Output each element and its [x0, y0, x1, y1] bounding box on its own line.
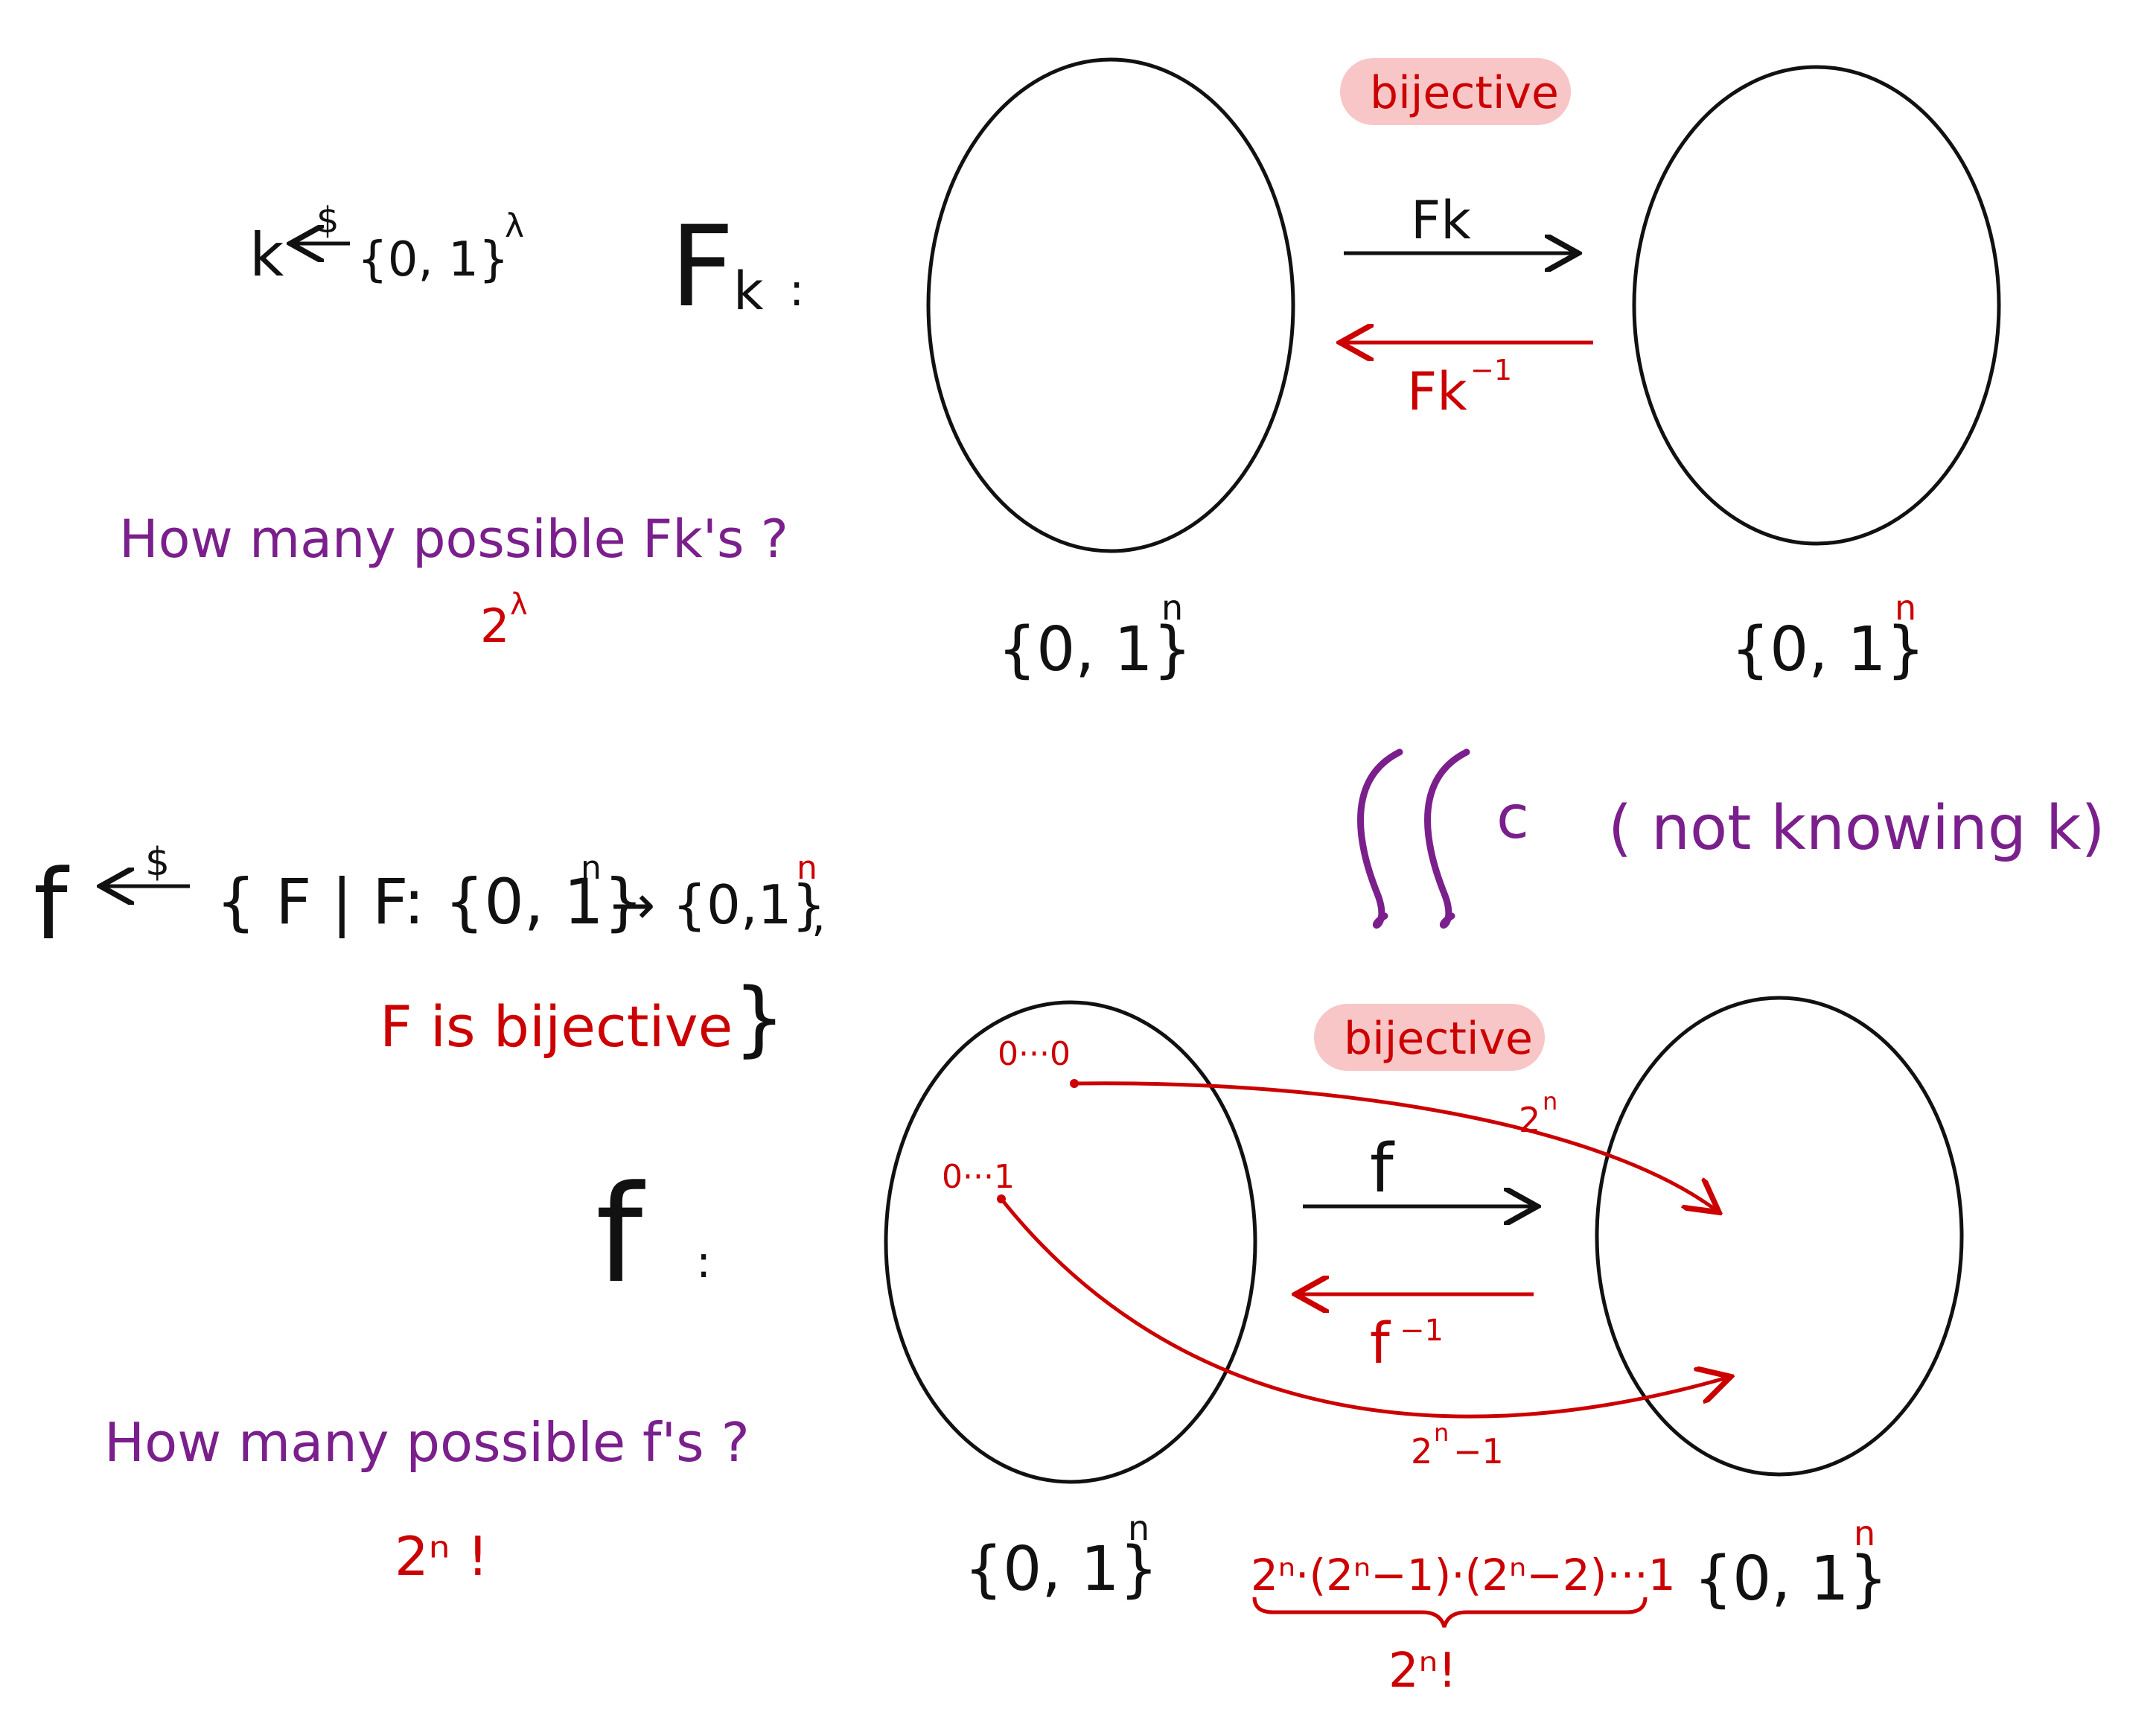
bottom-maps: f f −1: [1299, 1130, 1534, 1376]
bottom-question: How many possible f's ? 2ⁿ !: [104, 1411, 750, 1588]
codomain-exponent: n: [1895, 588, 1916, 628]
top-badge: bijective: [1340, 58, 1571, 125]
condition-text: F is bijective: [380, 993, 733, 1060]
function-colon: :: [789, 264, 804, 316]
forward-label: f: [1370, 1130, 1395, 1208]
count-b-tail: −1: [1453, 1431, 1504, 1471]
product-expression: 2ⁿ·(2ⁿ−1)·(2ⁿ−2)···1: [1251, 1550, 1676, 1600]
codomain-set: {0, 1}: [1731, 614, 1925, 685]
set-definition: { F | F: {0, 1}: [216, 865, 643, 938]
closing-brace: }: [733, 970, 785, 1066]
domain-set: {0, 1}: [998, 614, 1192, 685]
computational-indistinguishability: c ( not knowing k): [1357, 748, 2105, 929]
function-F: F: [670, 203, 734, 332]
answer-exponent: λ: [510, 588, 528, 622]
codomain-set: {0, 1}: [1694, 1544, 1888, 1614]
badge-background: [1340, 58, 1571, 125]
point-label-b: 0···1: [942, 1158, 1015, 1196]
bottom-sampling: f $ { F | F: {0, 1} n → {0,1} n , F is b…: [34, 840, 826, 1066]
badge-text: bijective: [1370, 67, 1559, 119]
count-a-exp: n: [1543, 1087, 1557, 1116]
inverse-superscript: −1: [1400, 1314, 1444, 1348]
key-space-exponent: λ: [505, 207, 524, 245]
badge-background: [1314, 1004, 1545, 1071]
count-b-exp: n: [1434, 1419, 1449, 1447]
bottom-element-mappings: 0···0 2 n 0···1 2 n −1: [942, 1035, 1727, 1471]
dollar-sign: $: [145, 840, 170, 885]
answer-text: 2ⁿ !: [395, 1525, 488, 1588]
bottom-domain: {0, 1} n: [884, 1000, 1257, 1605]
approx-symbol-right: [1424, 748, 1470, 929]
note-text: ( not knowing k): [1608, 793, 2105, 864]
bottom-function-label: f :: [596, 1157, 711, 1313]
function-f: f: [596, 1157, 645, 1313]
codomain-ellipse: [1632, 65, 2001, 546]
set-def-exponent: n: [581, 849, 602, 887]
codomain-ellipse: [1595, 996, 1964, 1477]
key-space: {0, 1}: [357, 232, 509, 287]
point-label-a: 0···0: [998, 1035, 1071, 1073]
mapping-arrow-a: [1074, 1081, 1716, 1210]
top-maps: Fk Fk −1: [1344, 190, 1593, 422]
bottom-codomain: {0, 1} n: [1595, 996, 1964, 1614]
inverse-label: f: [1370, 1310, 1391, 1376]
badge-text: bijective: [1344, 1013, 1533, 1065]
function-subscript: k: [733, 261, 764, 322]
domain-set: {0, 1}: [964, 1534, 1158, 1605]
bottom-badge: bijective: [1314, 1004, 1545, 1071]
approx-symbol-left: [1357, 748, 1403, 929]
top-question: How many possible Fk's ? 2 λ: [119, 509, 788, 653]
set-comma: ,: [811, 890, 826, 942]
answer-base: 2: [480, 599, 509, 653]
sampled-f: f: [34, 848, 70, 961]
domain-ellipse: [926, 57, 1295, 553]
product-total: 2ⁿ!: [1388, 1643, 1457, 1699]
set-codomain-exponent: n: [797, 849, 817, 887]
domain-exponent: n: [1128, 1508, 1149, 1548]
inverse-label: Fk: [1407, 361, 1467, 422]
underbrace: [1252, 1597, 1648, 1628]
count-a-base: 2: [1519, 1100, 1540, 1140]
function-colon: :: [696, 1236, 711, 1288]
bottom-product: 2ⁿ·(2ⁿ−1)·(2ⁿ−2)···1 2ⁿ!: [1251, 1550, 1676, 1699]
top-domain: {0, 1} n: [926, 57, 1295, 685]
top-key-sampling: k $ {0, 1} λ: [249, 200, 524, 290]
domain-ellipse: [884, 1000, 1257, 1484]
question-text: How many possible Fk's ?: [119, 509, 788, 570]
mapping-arrow-b: [1000, 1197, 1727, 1419]
domain-exponent: n: [1161, 588, 1183, 628]
top-codomain: {0, 1} n: [1632, 65, 2001, 685]
forward-label: Fk: [1411, 190, 1471, 251]
codomain-exponent: n: [1854, 1513, 1875, 1553]
question-text: How many possible f's ?: [104, 1411, 750, 1474]
dollar-sign: $: [316, 200, 339, 241]
count-b-base: 2: [1411, 1431, 1432, 1471]
inverse-superscript: −1: [1470, 354, 1512, 386]
top-function-label: F k :: [670, 203, 804, 332]
set-arrow-codomain: → {0,1}: [610, 873, 826, 936]
key-variable: k: [249, 220, 284, 290]
symbol-c: c: [1496, 783, 1529, 852]
